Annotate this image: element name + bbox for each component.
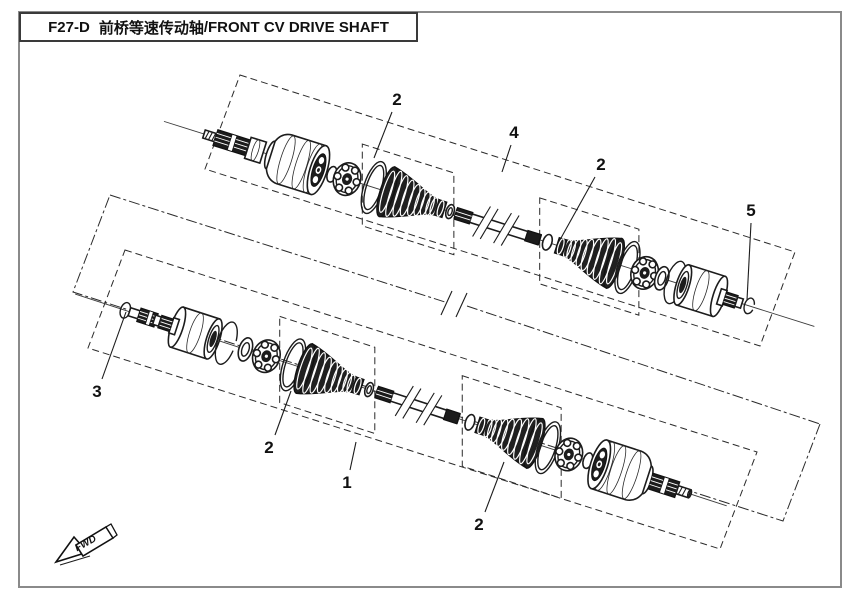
lower-left-boot-kit-box: [279, 315, 376, 435]
lower-drive-shaft-assembly: [75, 293, 727, 507]
page-border: [18, 11, 842, 588]
cv-boot: [548, 219, 630, 291]
lower-right-boot-kit-box: [461, 374, 562, 499]
callout-leader-line: [349, 441, 357, 471]
bearing-cage: [247, 335, 286, 377]
title-code: F27-D: [48, 18, 90, 36]
outer-cv-joint-housing: [582, 436, 660, 507]
upper-right-boot-kit-box: [539, 197, 640, 316]
callout-leader-line: [746, 222, 752, 301]
title-zh: 前桥等速传动轴: [98, 19, 204, 37]
callout-label: 2: [596, 155, 605, 174]
title-en: FRONT CV DRIVE SHAFT: [208, 18, 389, 36]
fwd-arrow-side: [105, 523, 118, 539]
boot-clamp-small: [362, 380, 376, 399]
lower-assembly-frame: [87, 249, 758, 550]
inner-cv-joint: [669, 262, 750, 325]
callout-label: 5: [746, 201, 755, 220]
cv-boot: [289, 341, 371, 413]
callout-leader-line: [274, 390, 292, 436]
title-bar: F27-D 前桥等速传动轴/FRONT CV DRIVE SHAFT: [19, 12, 418, 42]
callout-leader-line: [373, 111, 393, 159]
callout-layer: 2 4 2 5 3 2 1 2: [92, 90, 755, 534]
callout-label: 3: [92, 382, 101, 401]
lower-assembly-offset-frame: [72, 194, 821, 522]
frame-break-mark: [440, 290, 453, 316]
callout-label: 1: [342, 473, 351, 492]
bearing-cage: [550, 433, 588, 476]
boot-clamp-small: [539, 232, 555, 253]
callout-leader-line: [501, 144, 512, 173]
callout-label: 2: [264, 438, 273, 457]
drive-shaft: [453, 206, 543, 246]
callout-label: 2: [474, 515, 483, 534]
callout-label: 2: [392, 90, 401, 109]
cv-boot: [371, 164, 453, 236]
bearing-cage: [328, 158, 366, 200]
upper-drive-shaft-assembly: [163, 120, 815, 327]
callout-label: 4: [509, 123, 519, 142]
outer-cv-joint-housing: [258, 128, 336, 198]
drive-shaft: [374, 385, 461, 426]
inner-cv-joint: [146, 298, 227, 362]
callout-leader-line: [484, 461, 505, 513]
fwd-marker: FWD: [53, 523, 118, 566]
spline-shaft-end: [647, 472, 693, 499]
title-separator: /: [203, 18, 209, 36]
upper-left-boot-kit-box: [361, 143, 455, 256]
spline-shaft-end: [201, 128, 268, 165]
callout-leader-line: [560, 176, 596, 239]
boot-clamp-small: [462, 412, 478, 433]
callout-leader-line: [101, 311, 127, 380]
